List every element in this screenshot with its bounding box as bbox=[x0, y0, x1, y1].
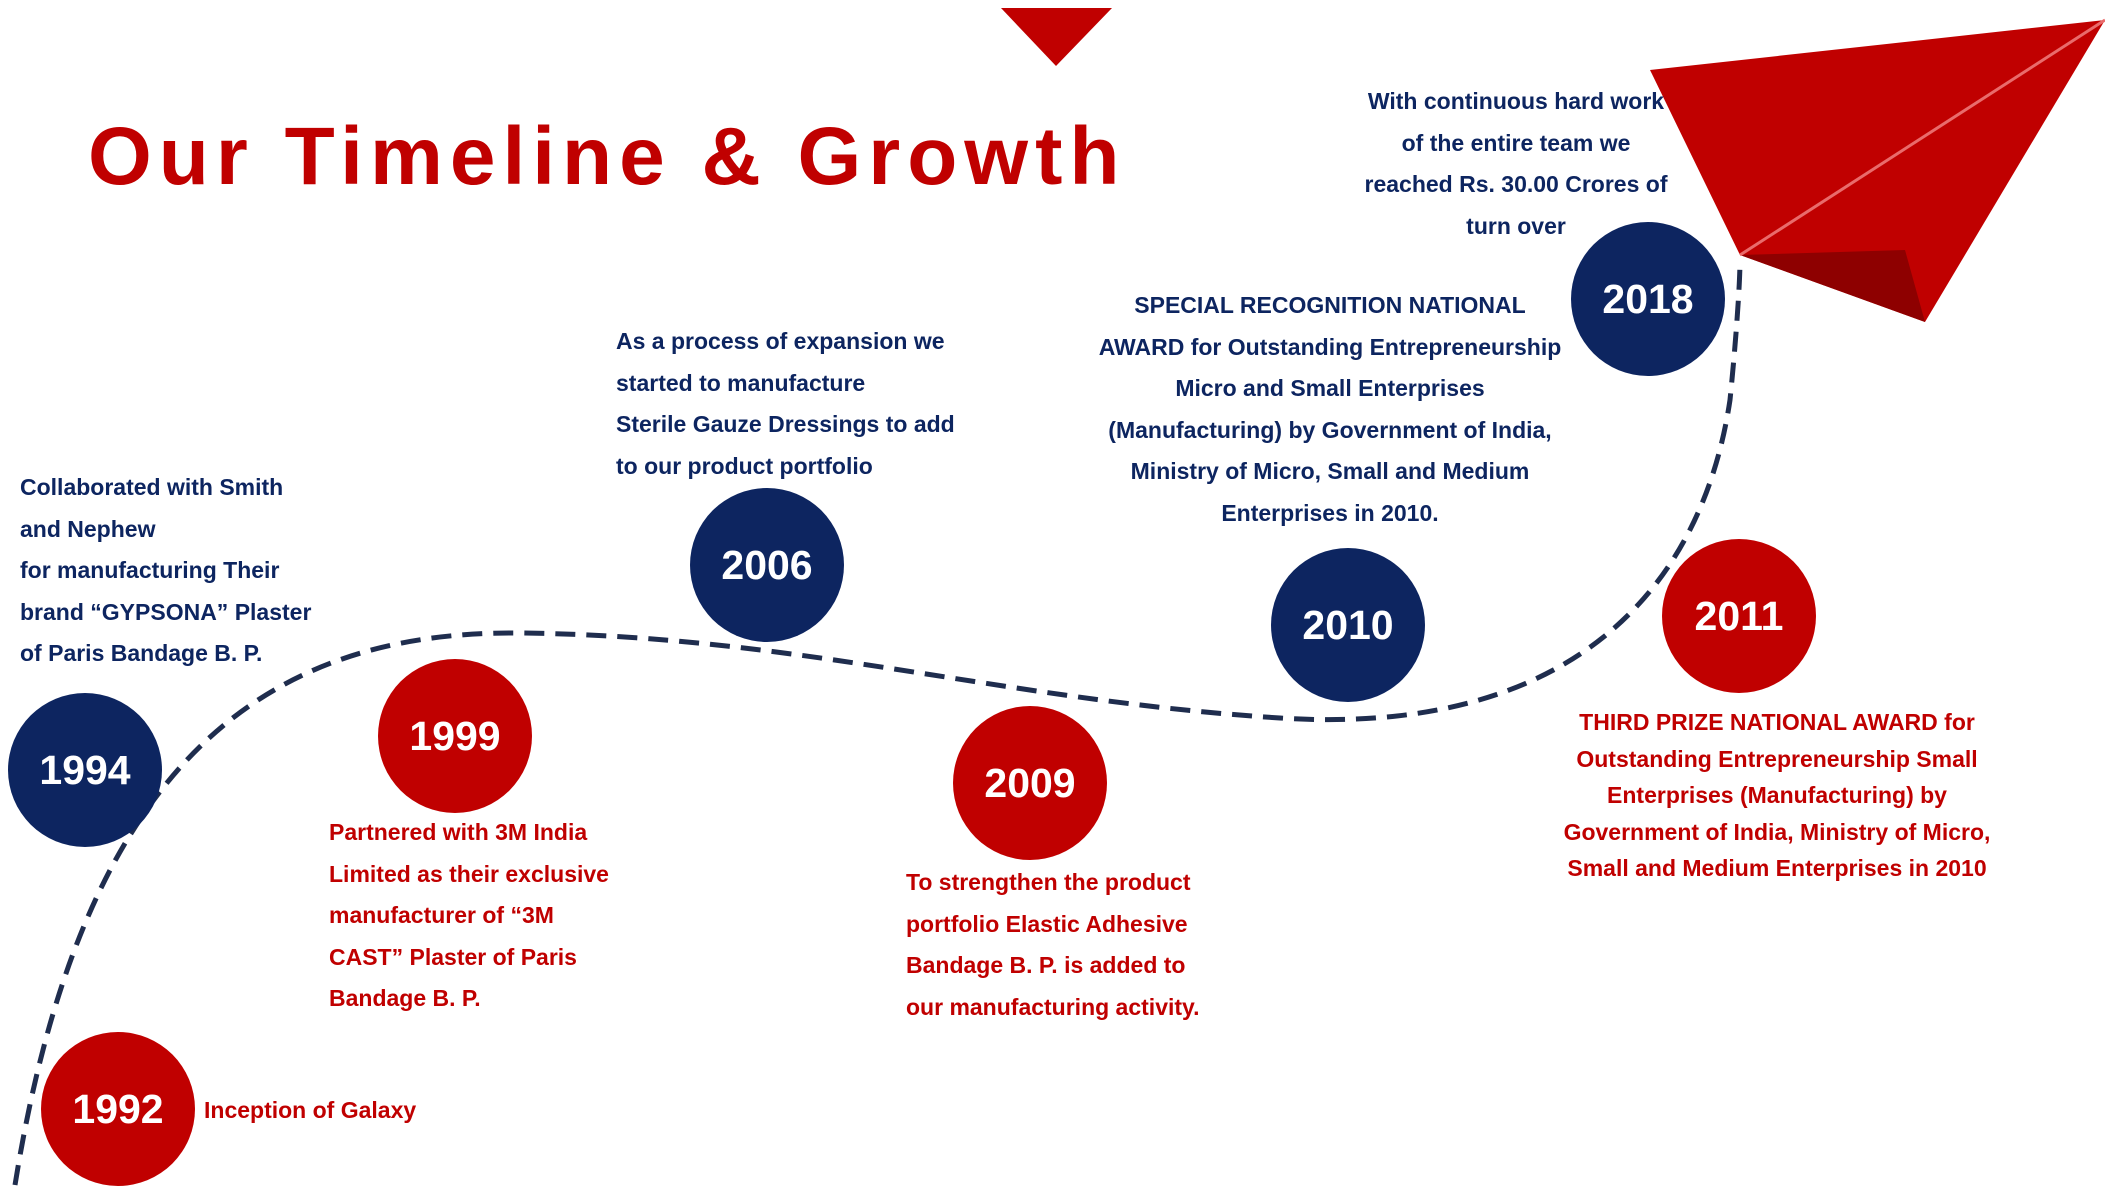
milestone-year: 2018 bbox=[1602, 275, 1694, 322]
milestone-1999-text: Partnered with 3M India Limited as their… bbox=[329, 819, 609, 1012]
milestone-2009-circle: 2009 bbox=[953, 706, 1107, 860]
milestone-2018-circle: 2018 bbox=[1571, 222, 1725, 376]
milestone-2011-circle: 2011 bbox=[1662, 539, 1816, 693]
milestone-year: 1999 bbox=[409, 712, 501, 759]
milestone-year: 1992 bbox=[72, 1085, 164, 1132]
triangle-down-icon bbox=[1001, 8, 1112, 66]
paper-plane-icon bbox=[1650, 18, 2105, 322]
milestone-1999-circle: 1999 bbox=[378, 659, 532, 813]
milestone-1992-text: Inception of Galaxy bbox=[204, 1097, 417, 1123]
milestone-2010-text: SPECIAL RECOGNITION NATIONAL AWARD for O… bbox=[1098, 292, 1562, 526]
milestone-2006-circle: 2006 bbox=[690, 488, 844, 642]
milestone-year: 2006 bbox=[721, 541, 813, 588]
milestone-1994-text: Collaborated with Smith and Nephew for m… bbox=[20, 474, 312, 667]
milestone-1994-circle: 1994 bbox=[8, 693, 162, 847]
page-title: Our Timeline & Growth bbox=[88, 111, 1127, 202]
milestone-2011-text: THIRD PRIZE NATIONAL AWARD for Outstandi… bbox=[1563, 709, 1991, 881]
milestone-1992-circle: 1992 bbox=[41, 1032, 195, 1186]
milestone-2006-text: As a process of expansion we started to … bbox=[616, 328, 955, 479]
milestone-year: 2009 bbox=[984, 759, 1076, 806]
milestone-year: 2010 bbox=[1302, 601, 1394, 648]
milestone-2018-text: With continuous hard work of the entire … bbox=[1364, 88, 1668, 239]
milestone-2009-text: To strengthen the product portfolio Elas… bbox=[906, 869, 1200, 1020]
milestone-year: 2011 bbox=[1694, 592, 1784, 639]
milestone-year: 1994 bbox=[39, 746, 131, 793]
milestone-2010-circle: 2010 bbox=[1271, 548, 1425, 702]
growth-path bbox=[12, 259, 1743, 1186]
